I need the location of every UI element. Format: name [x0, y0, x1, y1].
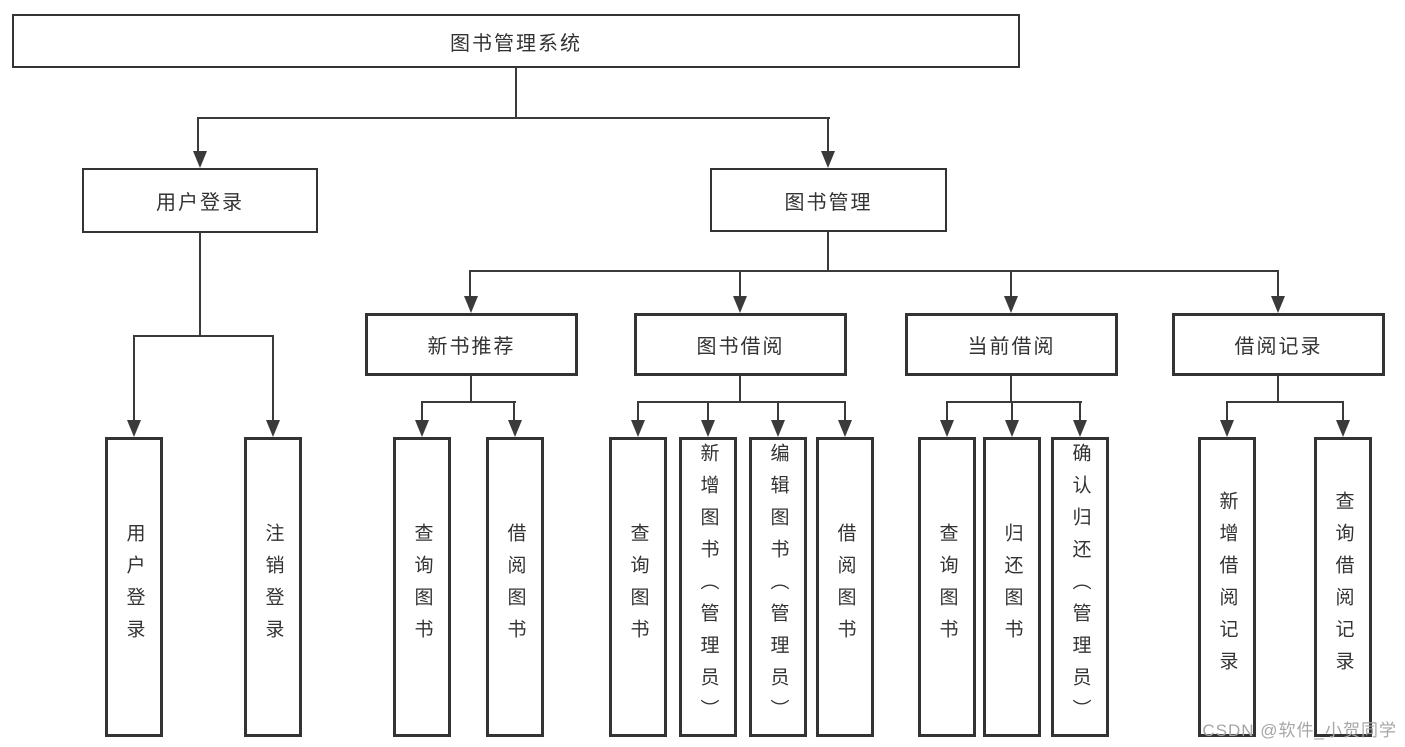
- connector-line: [197, 117, 199, 152]
- node-leaf-query-borrow-record: 查询借阅记录: [1314, 437, 1372, 737]
- arrow-down-icon: [266, 420, 280, 437]
- watermark: CSDN @软件_小贺同学: [1202, 721, 1397, 740]
- node-label: 新增借阅记录: [1216, 491, 1238, 683]
- node-leaf-query-books-2: 查询图书: [609, 437, 667, 737]
- node-label: 当前借阅: [967, 336, 1056, 358]
- connector-line: [199, 232, 201, 337]
- node-root: 图书管理系统: [12, 14, 1020, 68]
- node-label: 确认归还（管理员）: [1069, 443, 1091, 731]
- connector-line: [637, 401, 846, 403]
- arrow-down-icon: [193, 151, 207, 168]
- connector-line: [421, 401, 423, 421]
- connector-line: [272, 335, 274, 421]
- node-new-book-recommend: 新书推荐: [365, 313, 578, 376]
- connector-line: [133, 335, 274, 337]
- connector-line: [198, 117, 830, 119]
- connector-line: [469, 270, 471, 297]
- connector-line: [513, 401, 515, 421]
- connector-line: [515, 67, 517, 118]
- arrow-down-icon: [508, 420, 522, 437]
- node-user-login: 用户登录: [82, 168, 318, 233]
- arrow-down-icon: [771, 420, 785, 437]
- node-label: 查询图书: [627, 523, 649, 651]
- node-label: 借阅记录: [1234, 336, 1323, 358]
- node-label: 编辑图书（管理员）: [767, 443, 789, 731]
- node-book-management: 图书管理: [710, 168, 947, 232]
- arrow-down-icon: [821, 151, 835, 168]
- connector-line: [844, 401, 846, 421]
- connector-line: [739, 270, 741, 297]
- connector-line: [1226, 401, 1344, 403]
- arrow-down-icon: [1336, 420, 1350, 437]
- arrow-down-icon: [1220, 420, 1234, 437]
- node-label: 归还图书: [1001, 523, 1023, 651]
- connector-line: [470, 375, 472, 403]
- connector-line: [1277, 375, 1279, 403]
- arrow-down-icon: [1005, 420, 1019, 437]
- connector-line: [1277, 270, 1279, 297]
- connector-line: [707, 401, 709, 421]
- node-label: 查询借阅记录: [1332, 491, 1354, 683]
- node-leaf-query-books-1: 查询图书: [393, 437, 451, 737]
- node-leaf-confirm-return-admin: 确认归还（管理员）: [1051, 437, 1109, 737]
- arrow-down-icon: [1271, 296, 1285, 313]
- node-leaf-add-book-admin: 新增图书（管理员）: [679, 437, 737, 737]
- arrow-down-icon: [464, 296, 478, 313]
- arrow-down-icon: [733, 296, 747, 313]
- node-label: 图书管理: [784, 191, 873, 214]
- arrow-down-icon: [701, 420, 715, 437]
- connector-line: [1011, 401, 1013, 421]
- node-leaf-query-books-3: 查询图书: [918, 437, 976, 737]
- arrow-down-icon: [1073, 420, 1087, 437]
- node-leaf-edit-book-admin: 编辑图书（管理员）: [749, 437, 807, 737]
- arrow-down-icon: [631, 420, 645, 437]
- arrow-down-icon: [415, 420, 429, 437]
- connector-line: [1010, 270, 1012, 297]
- connector-line: [827, 231, 829, 272]
- connector-line: [1342, 401, 1344, 421]
- node-leaf-borrow-books-1: 借阅图书: [486, 437, 544, 737]
- node-label: 图书管理系统: [450, 32, 582, 55]
- node-current-borrow: 当前借阅: [905, 313, 1118, 376]
- arrow-down-icon: [940, 420, 954, 437]
- node-label: 图书借阅: [696, 336, 785, 358]
- node-label: 查询图书: [936, 523, 958, 651]
- node-leaf-return-books: 归还图书: [983, 437, 1041, 737]
- node-label: 查询图书: [411, 523, 433, 651]
- node-leaf-user-login: 用户登录: [105, 437, 163, 737]
- connector-line: [1079, 401, 1081, 421]
- connector-line: [946, 401, 948, 421]
- node-label: 新书推荐: [427, 336, 516, 358]
- connector-line: [827, 117, 829, 152]
- node-leaf-logout: 注销登录: [244, 437, 302, 737]
- node-label: 用户登录: [156, 192, 244, 214]
- arrow-down-icon: [127, 420, 141, 437]
- connector-line: [739, 375, 741, 403]
- connector-line: [637, 401, 639, 421]
- connector-line: [421, 401, 516, 403]
- connector-line: [1226, 401, 1228, 421]
- node-leaf-borrow-books-2: 借阅图书: [816, 437, 874, 737]
- connector-line: [1010, 375, 1012, 403]
- node-borrow-records: 借阅记录: [1172, 313, 1385, 376]
- node-label: 用户登录: [123, 523, 145, 651]
- connector-line: [946, 401, 1082, 403]
- node-label: 借阅图书: [504, 523, 526, 651]
- arrow-down-icon: [1004, 296, 1018, 313]
- node-label: 新增图书（管理员）: [697, 443, 719, 731]
- arrow-down-icon: [838, 420, 852, 437]
- connector-line: [133, 335, 135, 421]
- node-book-borrow: 图书借阅: [634, 313, 847, 376]
- connector-line: [469, 270, 1279, 272]
- node-label: 注销登录: [262, 523, 284, 651]
- connector-line: [777, 401, 779, 421]
- node-label: 借阅图书: [834, 523, 856, 651]
- node-leaf-add-borrow-record: 新增借阅记录: [1198, 437, 1256, 737]
